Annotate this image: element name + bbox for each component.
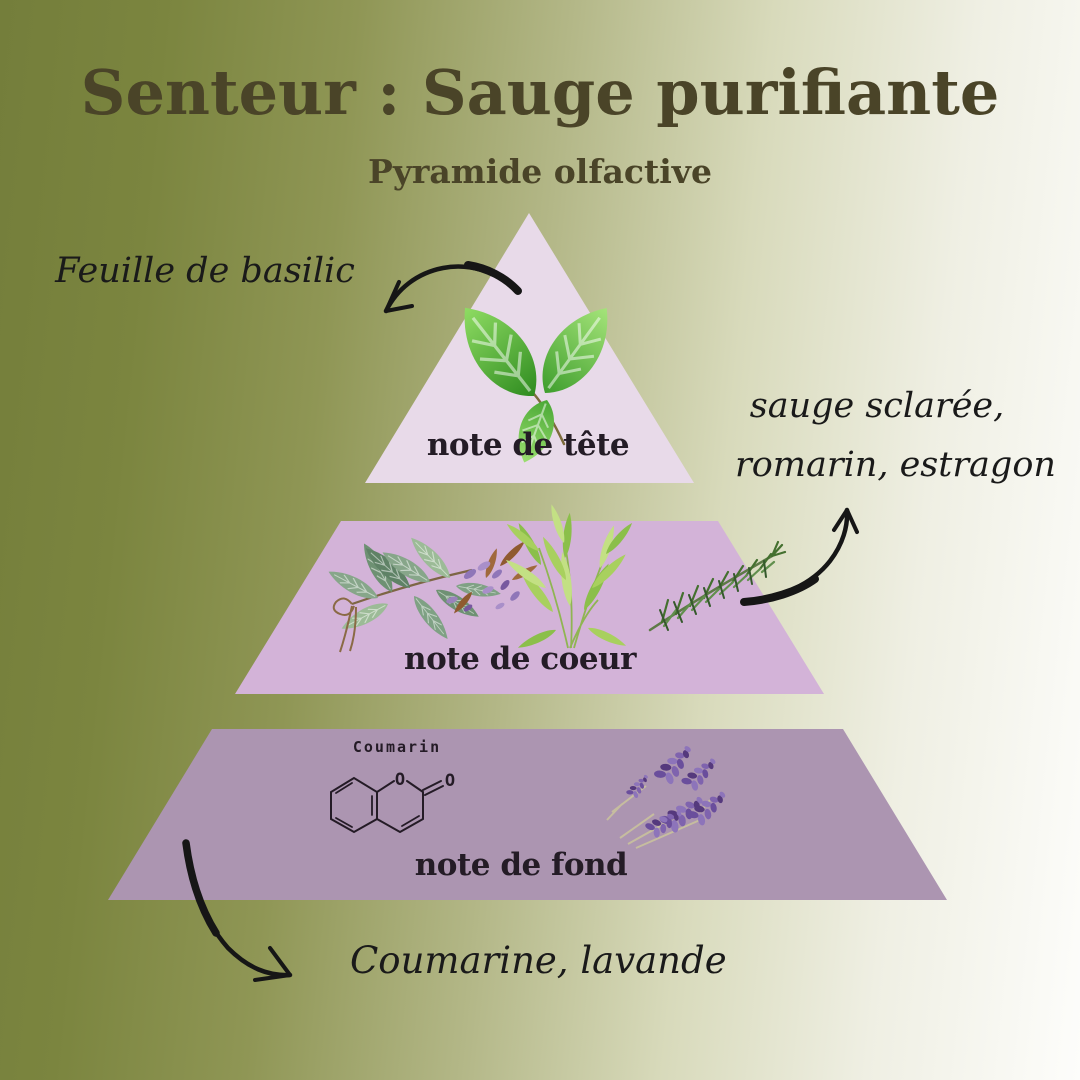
basil-leaves-icon: [445, 292, 625, 468]
molecule-caption: Coumarin: [353, 738, 441, 756]
tarragon-sprig-icon: [503, 503, 635, 652]
coumarin-molecule-icon: O O Coumarin: [330, 738, 455, 834]
annotation-heart-note-line1: sauge sclarée,: [749, 386, 1005, 426]
annotation-top-note: Feuille de basilic: [55, 251, 355, 291]
page-subtitle: Pyramide olfactive: [368, 152, 712, 191]
sage-sprig-icon: [325, 533, 540, 653]
rosemary-sprig-icon: [648, 540, 787, 632]
tier-label-base-note: note de fond: [414, 847, 628, 883]
pyramid-tier-top-shape: [365, 213, 694, 483]
arrow-top-note-icon: [383, 261, 522, 314]
sage-flowers-icon: [446, 561, 520, 612]
arrow-heart-note-icon: [740, 507, 859, 606]
annotation-base-note: Coumarine, lavande: [350, 939, 727, 982]
molecule-carbonyl-oxygen-label: O: [445, 771, 455, 791]
lavender-sprigs-icon: [606, 739, 732, 849]
molecule-ring-oxygen-label: O: [395, 770, 405, 790]
pyramid-tier-base-shape: [108, 729, 947, 900]
annotation-heart-note-line2: romarin, estragon: [735, 445, 1056, 485]
arrow-base-note-icon: [182, 839, 293, 982]
tier-label-heart-note: note de coeur: [404, 641, 636, 677]
page-title: Senteur : Sauge purifiante: [80, 56, 1000, 129]
tier-label-top-note: note de tête: [426, 427, 630, 463]
